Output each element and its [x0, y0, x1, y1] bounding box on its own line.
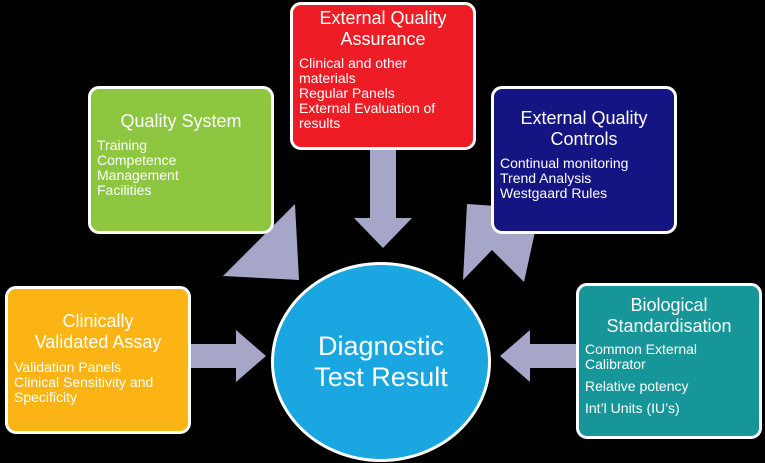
quality-system-box: Quality System Training Competence Manag… — [88, 86, 274, 234]
external-quality-assurance-title-line2: Assurance — [340, 29, 426, 49]
external-quality-controls-title-line2: Controls — [550, 129, 618, 149]
list-item: Calibrator — [585, 356, 646, 372]
list-item: Westgaard Rules — [500, 185, 608, 201]
biological-standardisation-title-line2: Standardisation — [606, 316, 732, 336]
quality-system-list: Training Competence Management Facilitie… — [97, 138, 265, 198]
list-item: Regular Panels — [299, 85, 395, 101]
list-item: Trend Analysis — [500, 170, 592, 186]
external-quality-controls-box: External Quality Controls Continual moni… — [491, 86, 677, 234]
list-item: Competence — [97, 152, 177, 168]
external-quality-controls-list: Continual monitoring Trend Analysis West… — [500, 156, 668, 201]
list-item: Validation Panels — [14, 359, 122, 375]
list-item: Continual monitoring — [500, 155, 629, 171]
quality-system-title: Quality System — [120, 111, 242, 131]
arrow-biological-standardisation — [500, 330, 576, 382]
external-quality-assurance-title-line1: External Quality — [319, 8, 447, 28]
list-item: Specificity — [14, 389, 78, 405]
clinically-validated-assay-box: Clinically Validated Assay Validation Pa… — [5, 286, 191, 434]
list-item: Clinical Sensitivity and — [14, 374, 154, 390]
list-item: External Evaluation of — [299, 100, 436, 116]
external-quality-assurance-box: External Quality Assurance Clinical and … — [290, 2, 476, 150]
biological-standardisation-title-line1: Biological — [630, 295, 708, 315]
biological-standardisation-box: Biological Standardisation Common Extern… — [576, 283, 762, 439]
biological-standardisation-list: Common External Calibrator Relative pote… — [585, 342, 753, 416]
list-item: Facilities — [97, 182, 152, 198]
list-item: materials — [299, 70, 356, 86]
list-item: Int’l Units (IU’s) — [585, 400, 680, 416]
external-quality-assurance-list: Clinical and other materials Regular Pan… — [299, 56, 467, 131]
list-item: Clinical and other — [299, 55, 408, 71]
external-quality-controls-title-line1: External Quality — [520, 108, 648, 128]
diagnostic-test-result-label: Diagnostic Test Result — [314, 331, 448, 392]
clinically-validated-assay-title-line1: Clinically — [62, 311, 134, 331]
clinically-validated-assay-list: Validation Panels Clinical Sensitivity a… — [14, 360, 182, 405]
arrow-quality-system — [223, 204, 299, 280]
arrow-clinically-validated-assay — [190, 330, 266, 382]
list-item: Relative potency — [585, 378, 689, 394]
clinically-validated-assay-title-line2: Validated Assay — [34, 332, 162, 352]
list-item: results — [299, 115, 341, 131]
list-item: Common External — [585, 341, 698, 357]
list-item: Training — [97, 137, 148, 153]
arrow-external-quality-assurance — [354, 150, 412, 248]
diagnostic-test-result-circle: Diagnostic Test Result — [271, 262, 491, 462]
list-item: Management — [97, 167, 179, 183]
